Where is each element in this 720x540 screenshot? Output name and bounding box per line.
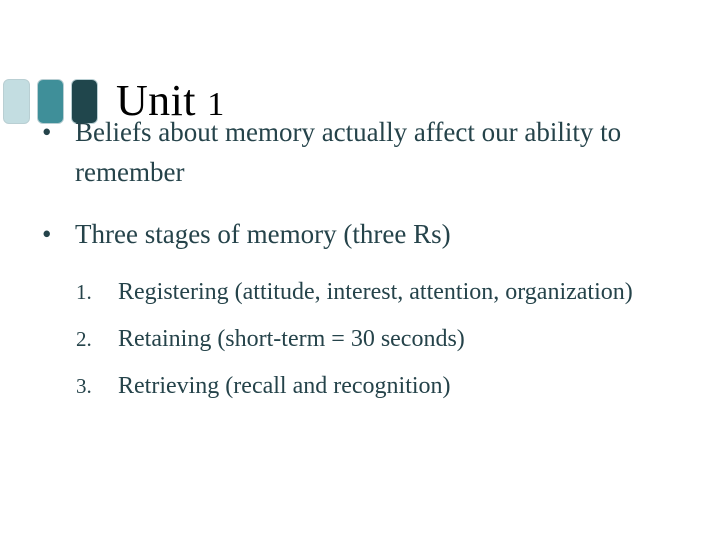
numbered-list-item: 2. Retaining (short-term = 30 seconds): [0, 321, 720, 357]
page-title-numeral: 1: [207, 86, 225, 123]
numbered-list-item-marker: 2.: [76, 327, 92, 351]
decorative-swatch-medium: [37, 79, 64, 124]
numbered-list-item-marker: 3.: [76, 374, 92, 398]
bullet-list-item-text: Three stages of memory (three Rs): [75, 219, 451, 249]
page-title-word: Unit: [116, 76, 196, 125]
bullet-dot-icon: •: [42, 117, 52, 147]
numbered-list-item: 1. Registering (attitude, interest, atte…: [0, 274, 720, 310]
bullet-dot-icon: •: [42, 219, 52, 249]
numbered-list-item-text: Retrieving (recall and recognition): [118, 373, 451, 399]
numbered-list-item-text: Registering (attitude, interest, attenti…: [118, 279, 633, 305]
bullet-list-item: • Three stages of memory (three Rs): [0, 214, 720, 254]
decorative-swatch-light: [3, 79, 30, 124]
slide-title-bar: Unit 1: [0, 36, 720, 125]
bullet-list-item: • Beliefs about memory actually affect o…: [0, 112, 720, 192]
numbered-list-item: 3. Retrieving (recall and recognition): [0, 368, 720, 404]
decorative-swatch-dark: [71, 79, 98, 124]
page-title: Unit 1: [116, 73, 225, 133]
numbered-list-item-marker: 1.: [76, 280, 92, 304]
bullet-list-item-text: Beliefs about memory actually affect our…: [75, 117, 622, 187]
numbered-list-item-text: Retaining (short-term = 30 seconds): [118, 326, 465, 352]
slide-body: • Beliefs about memory actually affect o…: [0, 112, 720, 415]
numbered-list: 1. Registering (attitude, interest, atte…: [0, 274, 720, 404]
